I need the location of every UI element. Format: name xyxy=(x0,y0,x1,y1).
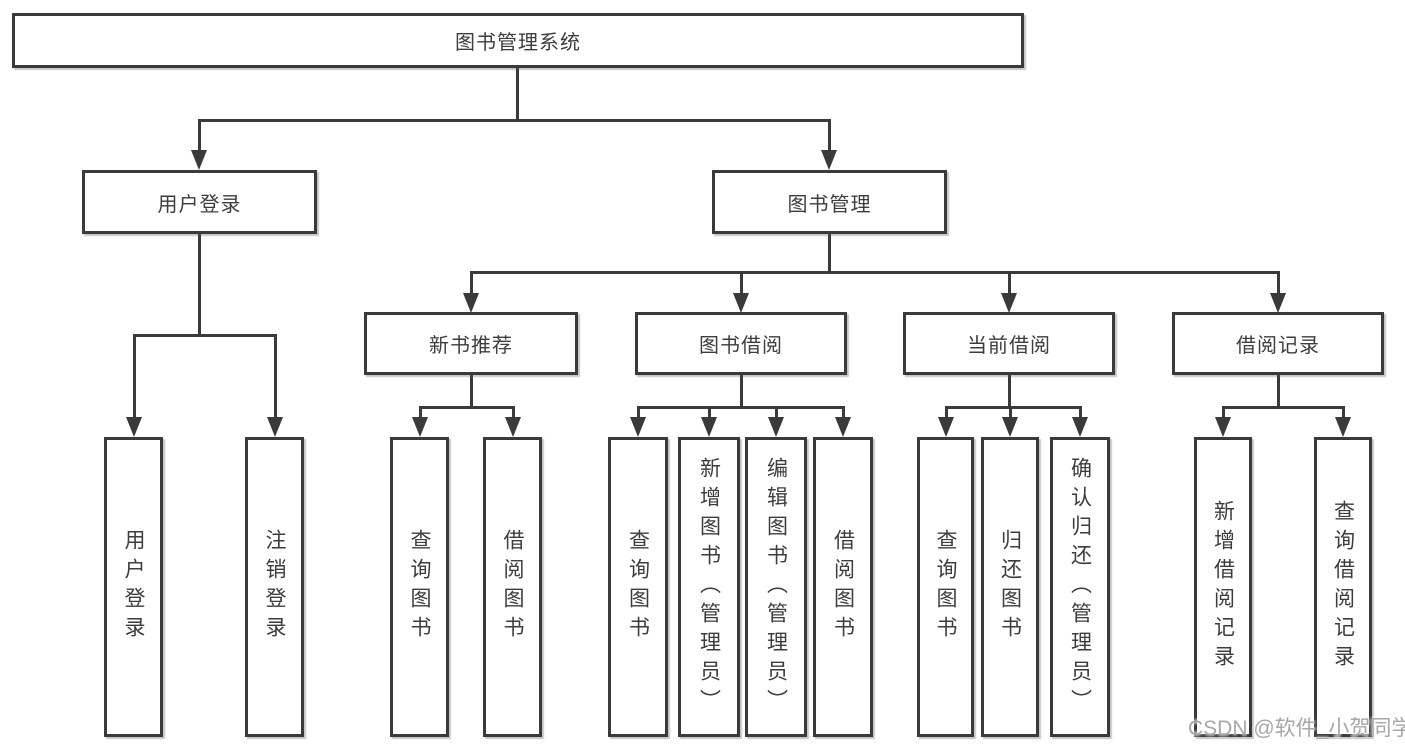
leaf-user-login: 用户登录 xyxy=(104,437,163,737)
arrow-down-icon xyxy=(1002,417,1018,437)
connector-line xyxy=(1008,271,1011,296)
connector-line xyxy=(637,406,844,409)
node-label: 编辑图书（管理员） xyxy=(764,456,788,718)
arrow-down-icon xyxy=(938,417,954,437)
connector-line xyxy=(1277,271,1280,296)
arrow-down-icon xyxy=(463,293,479,313)
leaf-add-books-admin: 新增图书（管理员） xyxy=(678,437,740,737)
node-label: 用户登录 xyxy=(122,529,145,645)
node-book-management: 图书管理 xyxy=(712,170,947,234)
node-label: 新增借阅记录 xyxy=(1211,500,1235,674)
connector-line xyxy=(828,119,831,152)
arrow-down-icon xyxy=(1215,417,1231,437)
connector-line xyxy=(740,271,743,296)
connector-line xyxy=(775,406,778,419)
node-label: 新增图书（管理员） xyxy=(697,456,721,718)
leaf-borrow-books-recommend: 借阅图书 xyxy=(483,437,542,737)
node-label: 借阅记录 xyxy=(1236,335,1320,357)
node-label: 查询借阅记录 xyxy=(1331,500,1355,674)
connector-line xyxy=(198,234,201,336)
leaf-query-books-recommend: 查询图书 xyxy=(390,437,449,737)
connector-line xyxy=(637,406,640,419)
connector-line xyxy=(708,406,711,419)
arrow-down-icon xyxy=(630,417,646,437)
node-current-borrowing: 当前借阅 xyxy=(903,312,1115,375)
csdn-watermark: CSDN @软件_小贺同学 xyxy=(1188,717,1405,740)
arrow-down-icon xyxy=(835,417,851,437)
connector-line xyxy=(1008,375,1011,408)
node-library-system: 图书管理系统 xyxy=(12,13,1024,68)
connector-line xyxy=(842,406,845,419)
arrow-down-icon xyxy=(768,417,784,437)
arrow-down-icon xyxy=(1335,417,1351,437)
leaf-query-books-borrowing: 查询图书 xyxy=(608,437,668,737)
node-label: 借阅图书 xyxy=(501,529,524,645)
connector-line xyxy=(133,334,276,337)
connector-line xyxy=(516,68,519,122)
connector-line xyxy=(470,271,473,296)
connector-line xyxy=(470,375,473,408)
node-label: 图书管理系统 xyxy=(455,32,581,54)
leaf-query-books-current: 查询图书 xyxy=(917,437,974,737)
node-label: 图书管理 xyxy=(787,193,872,216)
leaf-query-borrow-record: 查询借阅记录 xyxy=(1314,437,1372,737)
arrow-down-icon xyxy=(505,417,521,437)
arrow-down-icon xyxy=(701,417,717,437)
node-label: 借阅图书 xyxy=(831,529,855,645)
node-label: 查询图书 xyxy=(934,529,957,645)
arrow-down-icon xyxy=(1270,293,1286,313)
connector-line xyxy=(1342,406,1345,419)
arrow-down-icon xyxy=(821,150,837,170)
connector-line xyxy=(512,406,515,419)
arrow-down-icon xyxy=(1072,417,1088,437)
connector-line xyxy=(945,406,1081,409)
node-label: 确认归还（管理员） xyxy=(1068,456,1092,718)
node-label: 注销登录 xyxy=(263,529,286,645)
node-new-book-recommendation: 新书推荐 xyxy=(364,312,578,375)
node-borrowing-records: 借阅记录 xyxy=(1172,312,1384,375)
leaf-add-borrow-record: 新增借阅记录 xyxy=(1194,437,1252,737)
connector-line xyxy=(1222,406,1225,419)
connector-line xyxy=(274,334,277,419)
connector-line xyxy=(470,271,1279,274)
connector-line xyxy=(1277,375,1280,408)
connector-line xyxy=(198,119,831,122)
connector-line xyxy=(945,406,948,419)
node-user-login: 用户登录 xyxy=(82,170,317,234)
node-label: 查询图书 xyxy=(408,529,431,645)
connector-line xyxy=(1009,406,1012,419)
leaf-edit-books-admin: 编辑图书（管理员） xyxy=(745,437,807,737)
node-label: 当前借阅 xyxy=(967,335,1051,357)
leaf-return-books: 归还图书 xyxy=(981,437,1039,737)
connector-line xyxy=(198,119,201,152)
arrow-down-icon xyxy=(412,417,428,437)
node-book-borrowing: 图书借阅 xyxy=(635,312,847,375)
arrow-down-icon xyxy=(733,293,749,313)
connector-line xyxy=(828,234,831,274)
arrow-down-icon xyxy=(191,150,207,170)
connector-line xyxy=(419,406,422,419)
leaf-logout: 注销登录 xyxy=(245,437,304,737)
arrow-down-icon xyxy=(126,417,142,437)
node-label: 用户登录 xyxy=(157,193,242,216)
leaf-confirm-return-admin: 确认归还（管理员） xyxy=(1050,437,1110,737)
connector-line xyxy=(419,406,514,409)
node-label: 查询图书 xyxy=(626,529,650,645)
arrow-down-icon xyxy=(1001,293,1017,313)
node-label: 归还图书 xyxy=(998,529,1022,645)
node-label: 图书借阅 xyxy=(699,335,783,357)
node-label: 新书推荐 xyxy=(429,335,513,357)
connector-line xyxy=(1222,406,1344,409)
connector-line xyxy=(133,334,136,419)
leaf-borrow-books: 借阅图书 xyxy=(813,437,873,737)
connector-line xyxy=(740,375,743,408)
connector-line xyxy=(1079,406,1082,419)
arrow-down-icon xyxy=(267,417,283,437)
